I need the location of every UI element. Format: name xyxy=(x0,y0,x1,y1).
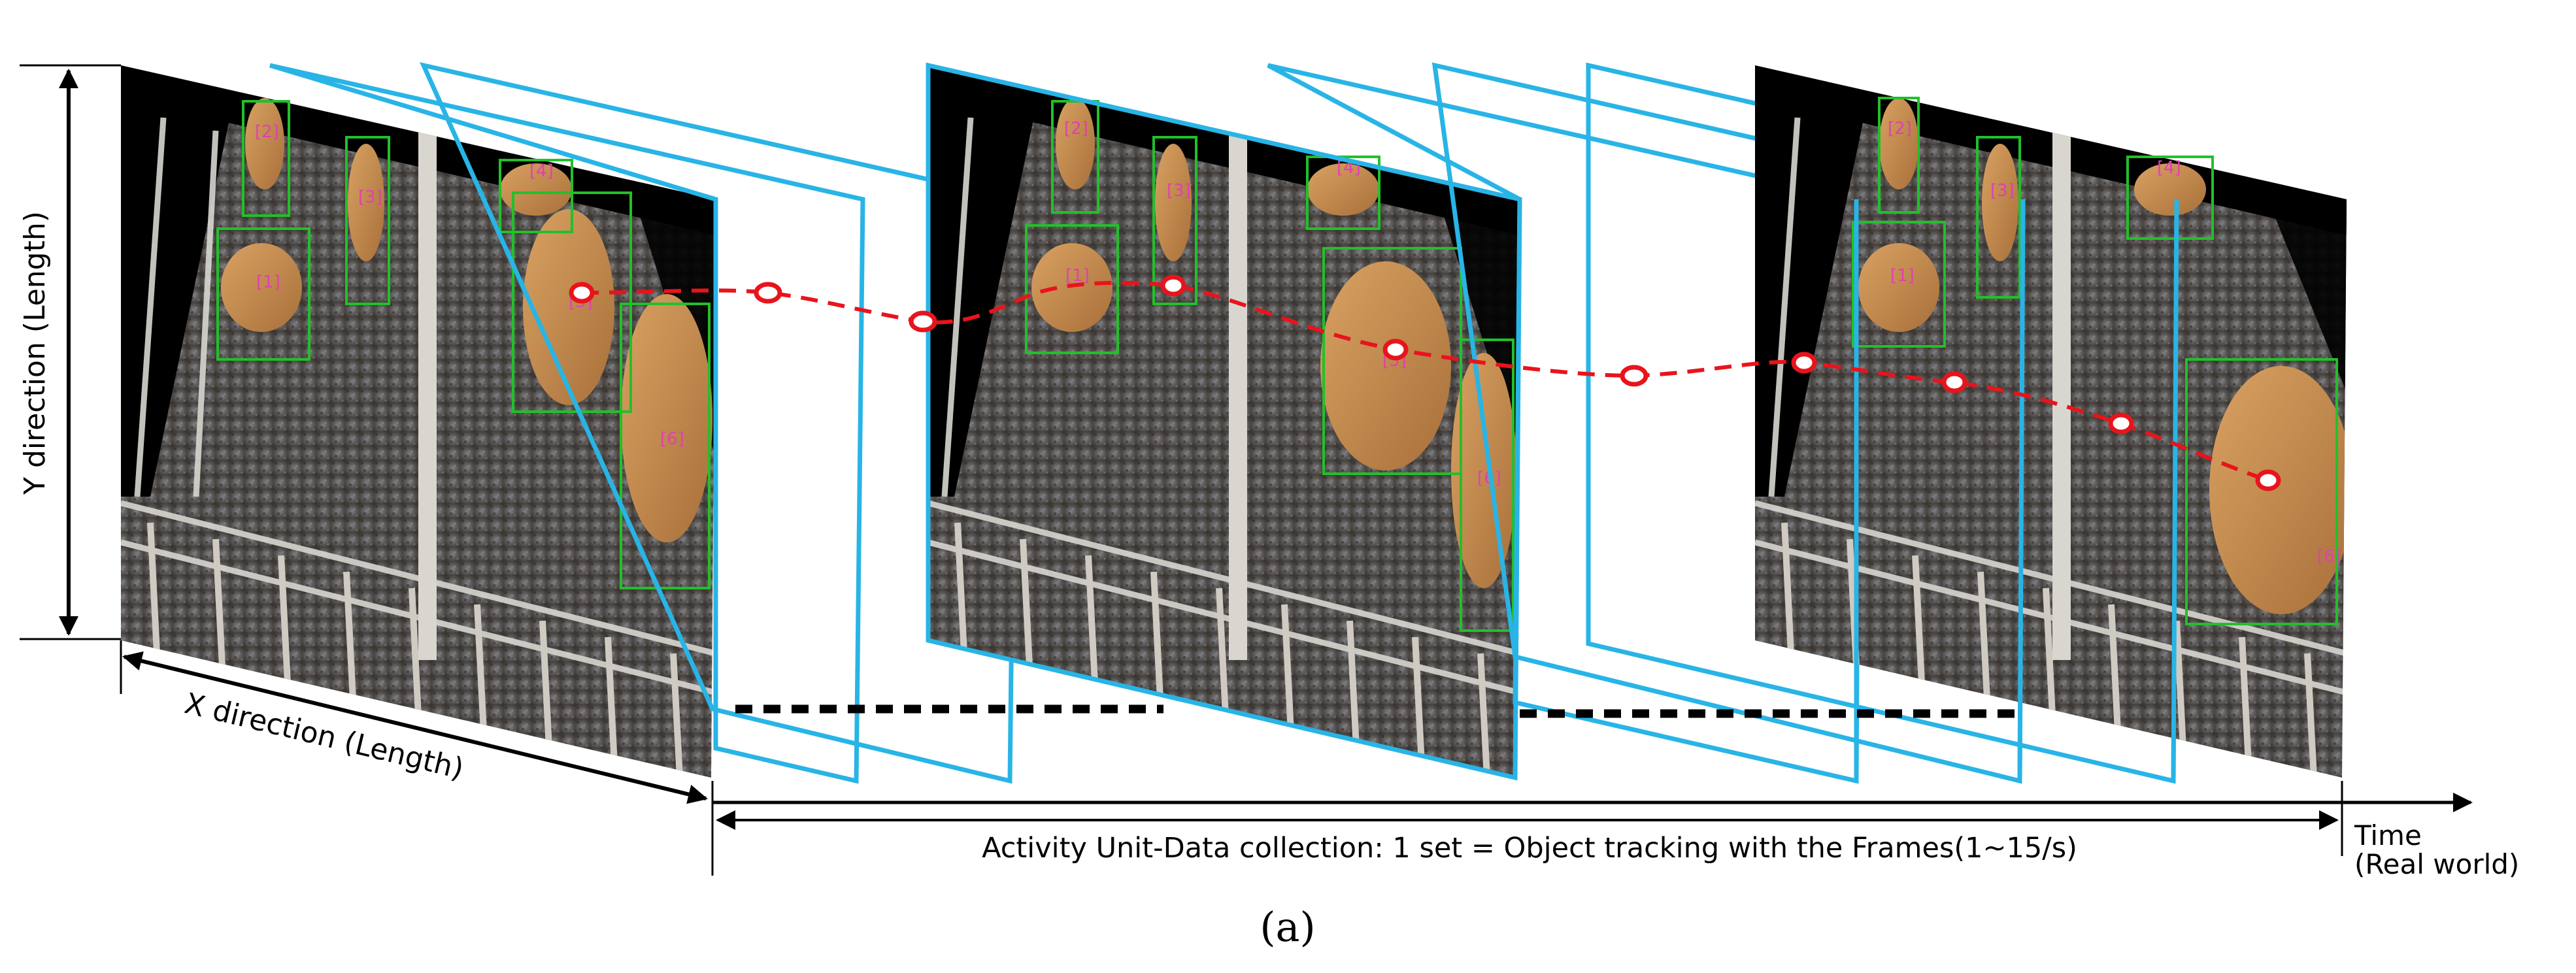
trajectory-point xyxy=(1620,365,1648,387)
frame-2-outline xyxy=(926,62,1522,781)
empty-frame-edge xyxy=(2017,199,2026,782)
time-label: Time xyxy=(2354,819,2422,851)
frame-1-bbox-6 xyxy=(620,303,711,589)
frame-1-bbox-3 xyxy=(345,136,390,305)
frame-gap-dotted-lines xyxy=(735,704,2023,718)
y-axis-label: Y direction (Length) xyxy=(18,211,52,495)
trajectory-point xyxy=(909,310,937,333)
frame-2-bbox-4 xyxy=(1306,156,1380,230)
x-axis-arrow xyxy=(122,651,708,804)
frame-1-bbox-label-1: [1] xyxy=(256,272,280,292)
trajectory-point xyxy=(569,282,595,304)
frame-2-bbox-1 xyxy=(1025,224,1119,354)
frame-3-bbox-4 xyxy=(2126,156,2214,240)
figure-label: (a) xyxy=(1260,903,1315,951)
time-label-sub: (Real world) xyxy=(2354,848,2519,880)
frame-2-bbox-label-1: [1] xyxy=(1065,266,1090,286)
frame-3: [1] [2] [3] [4] [6] xyxy=(1755,65,2347,778)
frame-1-bbox-label-2: [2] xyxy=(255,122,279,142)
empty-frame-edge xyxy=(2171,199,2179,782)
frame-2-bbox-label-2: [2] xyxy=(1064,119,1088,139)
frame-1-bbox-label-6: [6] xyxy=(660,429,684,449)
trajectory-point xyxy=(2108,412,2134,435)
frame-outlines-group-1 xyxy=(269,62,1019,784)
trajectory-point xyxy=(1382,338,1409,361)
frame-1-bbox-2 xyxy=(242,100,290,217)
frame-3-bbox-1 xyxy=(1852,221,1946,348)
frame-1-bbox-4 xyxy=(499,159,573,233)
trajectory-point xyxy=(1160,274,1186,297)
empty-frame-outline xyxy=(269,63,865,784)
trajectory-point xyxy=(2255,469,2281,491)
frame-1-bbox-label-3: [3] xyxy=(358,188,382,207)
x-axis xyxy=(120,640,714,876)
frame-3-bbox-label-3: [3] xyxy=(1990,181,2015,201)
trajectory-point xyxy=(1941,371,1967,393)
activity-caption: Activity Unit-Data collection: 1 set = O… xyxy=(982,832,2077,865)
y-axis xyxy=(20,64,121,640)
tracking-trajectory xyxy=(569,274,2281,491)
frame-3-bbox-3 xyxy=(1976,136,2021,299)
frame-2-bbox-3 xyxy=(1152,136,1197,305)
frame-2-bbox-6 xyxy=(1460,338,1514,632)
frame-1-bbox-label-4: [4] xyxy=(529,161,554,181)
frame-1: [1] [2] [3] [4] [5] [6] xyxy=(121,65,716,778)
frame-3-bbox-2 xyxy=(1878,97,1920,214)
frame-outlines-group-3 xyxy=(1854,199,2179,782)
frame-2-bbox-label-3: [3] xyxy=(1167,181,1191,201)
frame-2-bbox-2 xyxy=(1051,100,1099,214)
frame-1-bbox-5 xyxy=(512,191,632,413)
trajectory-point xyxy=(1791,352,1817,374)
time-axis xyxy=(712,781,2473,856)
frame-3-bbox-label-4: [4] xyxy=(2157,158,2181,178)
frame-3-bbox-label-2: [2] xyxy=(1888,119,1912,139)
frame-2: [1] [2] [3] [4] [5] [6] xyxy=(926,62,1522,781)
trajectory-point xyxy=(754,282,782,304)
frame-3-bbox-label-1: [1] xyxy=(1890,266,1915,286)
frame-1-bbox-1 xyxy=(216,227,310,361)
frame-3-bbox-label-6: [6] xyxy=(2317,547,2341,567)
frame-3-bbox-6 xyxy=(2185,358,2338,625)
empty-frame-outline xyxy=(419,62,1019,784)
